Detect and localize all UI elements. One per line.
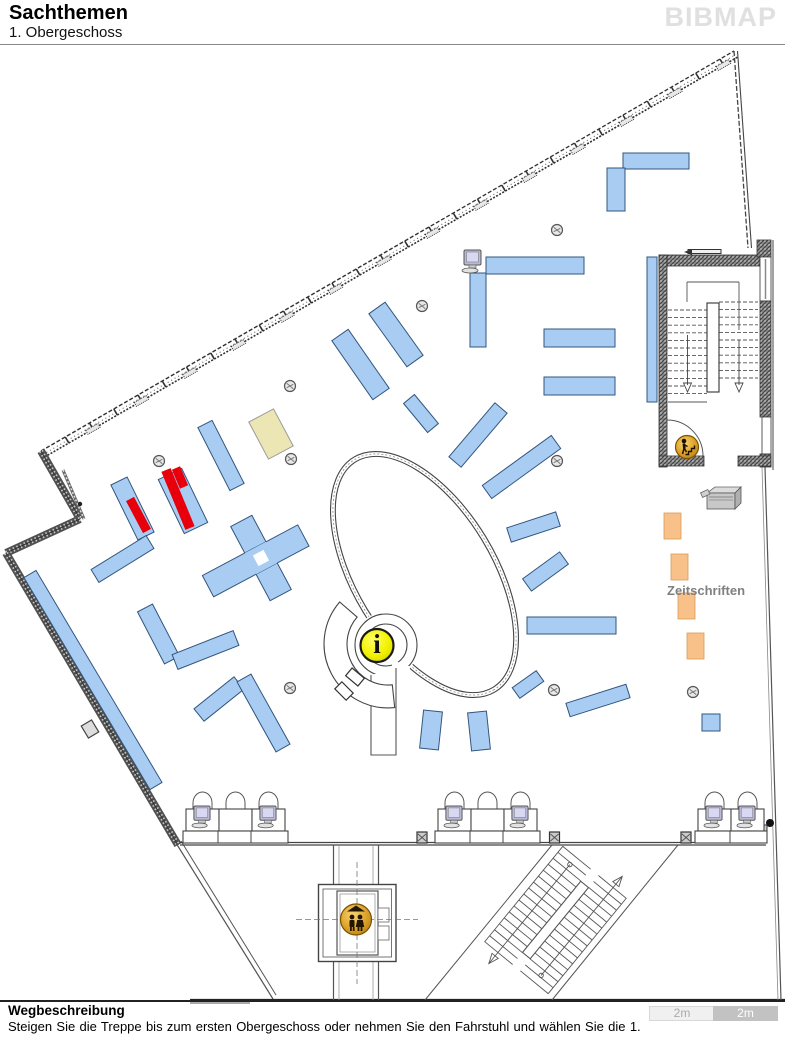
svg-text:i: i [373, 629, 381, 659]
